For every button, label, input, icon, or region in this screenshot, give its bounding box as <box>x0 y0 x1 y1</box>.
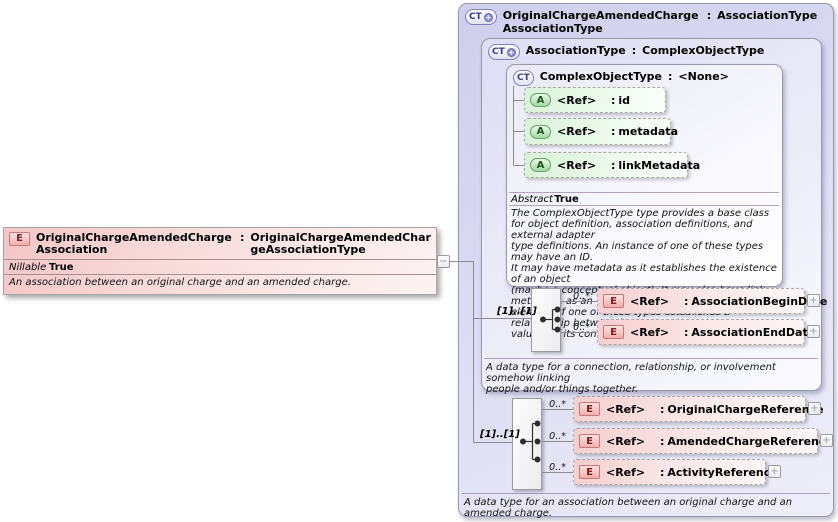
ref-keyword: <Ref> <box>630 325 670 339</box>
collapse-button[interactable]: − <box>437 255 450 268</box>
expand-button[interactable]: + <box>820 434 833 447</box>
element-ref-name: ActivityReference <box>667 465 778 479</box>
element-icon: E <box>579 402 600 416</box>
expand-button[interactable]: + <box>807 325 820 338</box>
complex-type-icon: CT + <box>488 44 520 60</box>
element-icon: E <box>9 232 30 246</box>
element-description: An association between an original charg… <box>4 274 436 290</box>
element-nillable-row: Nillable True <box>4 259 436 274</box>
element-ref-name: AssociationEndDate <box>691 325 816 339</box>
occurs-label: 0..* <box>549 462 566 473</box>
separator-line <box>509 192 779 193</box>
outer-type-header: CT + OriginalChargeAmendedChargeAssociat… <box>459 4 833 40</box>
expand-button[interactable]: + <box>808 402 821 415</box>
abstract-label: Abstract <box>511 194 553 205</box>
occurs-label: 0..* <box>573 291 590 302</box>
association-type-name: AssociationType <box>525 44 626 57</box>
expand-button[interactable]: + <box>768 465 781 478</box>
complex-type-plus-icon: + <box>506 47 516 57</box>
outer-type-name: OriginalChargeAmendedChargeAssociationTy… <box>502 9 699 35</box>
ref-colon: : <box>611 125 616 138</box>
ref-keyword: <Ref> <box>557 158 597 172</box>
occurs-label: 0..* <box>549 399 566 410</box>
element-icon: E <box>603 294 624 308</box>
attribute-ref-link-metadata[interactable]: A <Ref> : linkMetadata <box>524 152 700 178</box>
ref-colon: : <box>684 325 689 339</box>
element-name: OriginalChargeAmendedChargeAssociation <box>36 231 232 256</box>
element-name-type-separator: : <box>240 231 245 244</box>
outer-type-base: AssociationType <box>717 9 818 22</box>
separator-line <box>484 358 818 359</box>
ref-keyword: <Ref> <box>630 294 670 308</box>
element-ref-activity-reference[interactable]: E <Ref> : ActivityReference <box>573 459 778 485</box>
element-type: OriginalChargeAmendedChargeAssociationTy… <box>250 231 431 256</box>
attribute-name: id <box>618 93 631 107</box>
element-ref-amended-charge-reference[interactable]: E <Ref> : AmendedChargeReference <box>573 428 833 454</box>
element-node-header: E OriginalChargeAmendedChargeAssociation… <box>4 228 436 259</box>
attribute-icon: A <box>530 158 551 172</box>
ref-keyword: <Ref> <box>606 434 646 448</box>
abstract-value: True <box>554 194 579 205</box>
element-icon: E <box>579 434 600 448</box>
nillable-label: Nillable <box>9 261 47 273</box>
attribute-ref-metadata[interactable]: A <Ref> : metadata <box>524 118 678 145</box>
complex-type-icon-label: CT <box>492 46 505 57</box>
separator-line <box>509 205 779 206</box>
association-type-base: ComplexObjectType <box>642 44 765 57</box>
cardinality-label: [1]..[1] <box>497 306 537 317</box>
ref-colon: : <box>611 158 616 172</box>
ref-colon: : <box>660 465 665 479</box>
complex-type-icon-label: CT <box>517 72 530 83</box>
complex-object-type-separator: : <box>667 70 673 83</box>
complex-object-type-base: <None> <box>678 70 729 83</box>
ref-keyword: <Ref> <box>557 125 597 138</box>
ref-colon: : <box>660 402 665 416</box>
attribute-icon: A <box>530 124 551 139</box>
element-icon: E <box>579 465 600 479</box>
element-ref-association-end-date[interactable]: E <Ref> : AssociationEndDate <box>597 319 815 345</box>
ref-colon: : <box>611 93 616 107</box>
sequence-compositor-icon[interactable] <box>512 398 542 490</box>
outer-type-separator: : <box>706 9 712 22</box>
association-type-header: CT + AssociationType : ComplexObjectType <box>482 39 821 65</box>
type-box-complex-object-type[interactable]: CT ComplexObjectType : <None> A <Ref> : … <box>506 64 783 340</box>
complex-type-icon-label: CT <box>469 11 482 22</box>
ref-keyword: <Ref> <box>557 93 597 107</box>
complex-object-type-header: CT ComplexObjectType : <None> <box>507 65 782 91</box>
occurs-label: 0..* <box>549 431 566 442</box>
expand-button[interactable]: + <box>807 294 820 307</box>
ref-keyword: <Ref> <box>606 465 646 479</box>
association-type-separator: : <box>631 44 637 57</box>
attribute-name: linkMetadata <box>618 158 701 172</box>
element-ref-name: AmendedChargeReference <box>667 434 833 448</box>
sequence-compositor-icon[interactable] <box>531 288 561 352</box>
complex-type-icon: CT <box>513 70 534 86</box>
attribute-icon: A <box>530 93 551 107</box>
outer-type-description: A data type for an association between a… <box>464 497 793 519</box>
occurs-label: 0..* <box>573 322 590 333</box>
nillable-value: True <box>49 261 74 273</box>
attribute-ref-id[interactable]: A <Ref> : id <box>524 87 666 113</box>
abstract-row: Abstract True <box>511 194 579 205</box>
separator-line <box>462 493 830 494</box>
element-ref-association-begin-date[interactable]: E <Ref> : AssociationBeginDate <box>597 288 827 314</box>
element-icon: E <box>603 325 624 339</box>
complex-object-type-name: ComplexObjectType <box>539 70 662 83</box>
cardinality-label: [1]..[1] <box>480 429 520 440</box>
element-ref-name: AssociationBeginDate <box>691 294 828 308</box>
ref-colon: : <box>660 434 665 448</box>
element-node-original-charge-amended-charge-association[interactable]: E OriginalChargeAmendedChargeAssociation… <box>3 227 437 295</box>
element-ref-name: OriginalChargeReference <box>667 402 824 416</box>
element-ref-original-charge-reference[interactable]: E <Ref> : OriginalChargeReference <box>573 396 824 422</box>
attribute-name: metadata <box>618 125 678 138</box>
association-type-description: A data type for a connection, relationsh… <box>486 362 776 395</box>
ref-colon: : <box>684 294 689 308</box>
complex-type-icon: CT + <box>465 9 497 25</box>
complex-type-plus-icon: + <box>483 12 493 22</box>
ref-keyword: <Ref> <box>606 402 646 416</box>
